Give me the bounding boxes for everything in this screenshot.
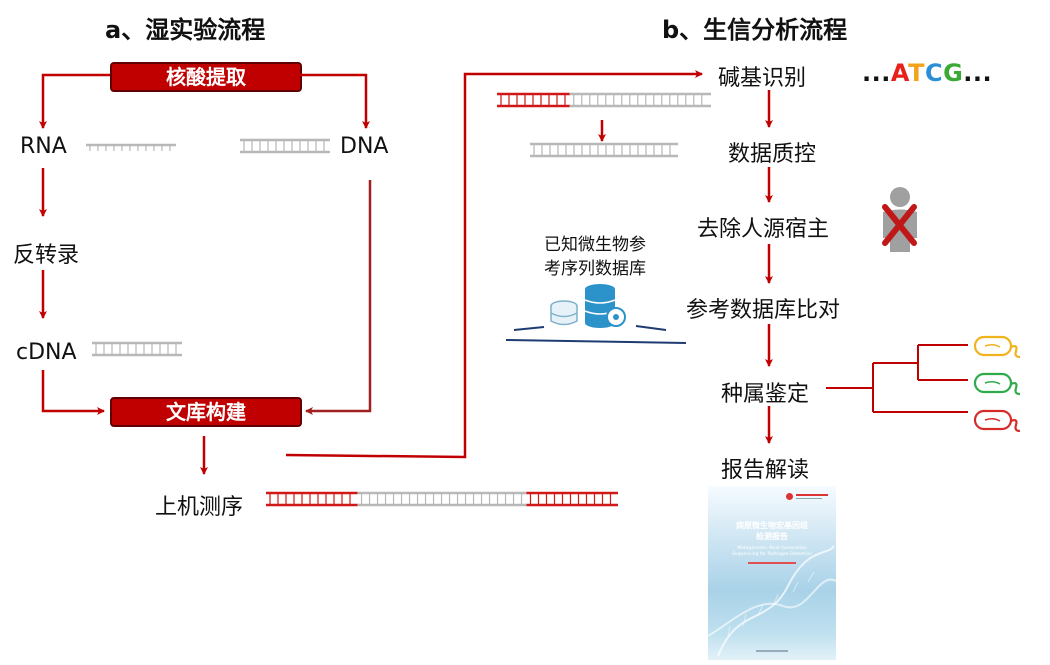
arrow-dna-to-library — [305, 180, 372, 415]
wet-lab-title: a、湿实验流程 — [105, 16, 266, 44]
dna-label: DNA — [340, 134, 389, 159]
alignment-label: 参考数据库比对 — [686, 298, 841, 323]
sequencing-read-glyph — [266, 491, 618, 507]
rna-label: RNA — [20, 134, 67, 159]
read-line-right — [635, 325, 667, 331]
report-subtitle-line-1: Metagenomic Next-Generation — [737, 546, 807, 551]
human-removed-icon — [882, 187, 917, 252]
bacteria-icon-yellow — [973, 335, 1021, 359]
sequence-letter-3: G — [943, 59, 964, 87]
phylo-tree — [826, 344, 968, 413]
rna-strand-glyph — [86, 143, 176, 151]
sequence-atcg: ...ATCG... — [862, 59, 992, 87]
report-logo — [786, 492, 830, 502]
bioinfo-title: b、生信分析流程 — [662, 16, 848, 44]
reverse-transcription-label: 反转录 — [13, 243, 80, 268]
host-removal-label: 去除人源宿主 — [697, 217, 830, 242]
sequence-suffix: ... — [963, 59, 993, 87]
dna-strand-glyph — [240, 138, 330, 154]
sequence-prefix: ... — [862, 59, 891, 87]
reference-db-label: 已知微生物参 考序列数据库 — [530, 233, 660, 281]
arrow-extract-to-dna — [298, 73, 370, 129]
report-title-line-2: 检测报告 — [756, 532, 788, 541]
database-icon — [550, 284, 626, 328]
qc-label: 数据质控 — [728, 142, 817, 167]
report-red-line — [748, 562, 796, 564]
clean-read-glyph — [530, 142, 678, 158]
identification-label: 种属鉴定 — [721, 382, 810, 407]
cdna-strand-glyph — [92, 341, 182, 357]
sequence-letter-1: T — [908, 59, 925, 87]
report-dna-helix — [708, 545, 836, 657]
arrow-cdna-to-library — [41, 370, 105, 415]
reference-db-line-2: 考序列数据库 — [544, 259, 646, 279]
sequence-letters: ATCG — [891, 59, 963, 87]
report-cover: 病原微生物宏基因组 检测报告 Metagenomic Next-Generati… — [708, 486, 836, 660]
sequence-letter-0: A — [890, 59, 909, 87]
bacteria-icon-green — [973, 372, 1021, 396]
read-line-left — [513, 326, 545, 331]
raw-read-glyph — [497, 92, 711, 108]
bacteria-icon-red — [973, 409, 1021, 433]
reference-db-line-1: 已知微生物参 — [544, 235, 646, 255]
arrow-extract-to-rna — [39, 73, 110, 129]
sequencing-label: 上机测序 — [155, 495, 244, 520]
report-title-line-1: 病原微生物宏基因组 — [736, 521, 808, 530]
library-construction-box: 文库构建 — [110, 397, 302, 427]
sequence-letter-2: C — [924, 59, 944, 87]
base-calling-label: 碱基识别 — [718, 66, 807, 91]
reference-line — [505, 339, 687, 344]
nucleic-acid-extraction-box: 核酸提取 — [110, 62, 302, 92]
cdna-label: cDNA — [16, 340, 77, 365]
report-subtitle-line-2: Sequencing for Pathogen Detection — [732, 552, 812, 557]
report-label: 报告解读 — [721, 458, 810, 483]
